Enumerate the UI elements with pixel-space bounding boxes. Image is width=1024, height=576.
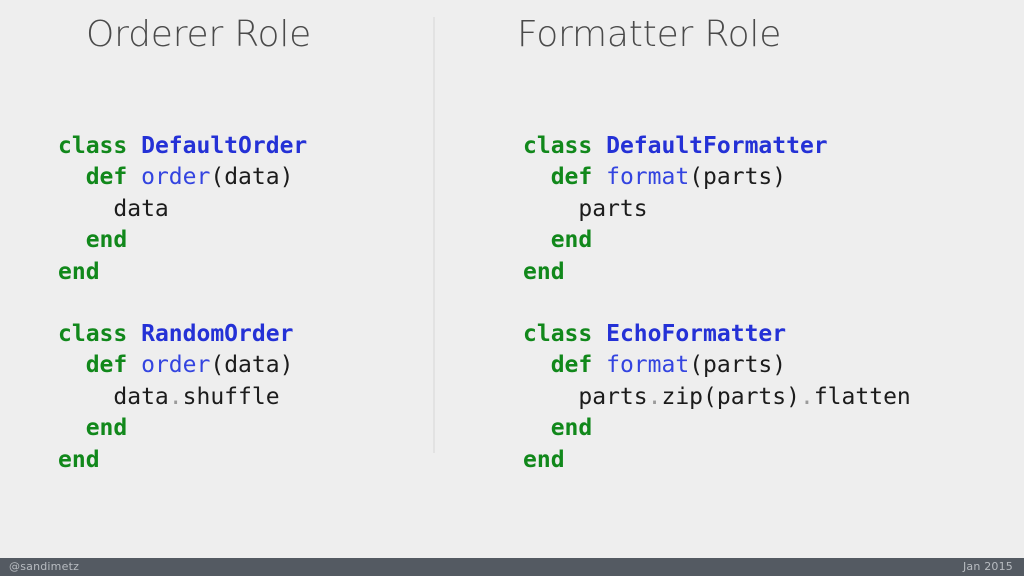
code-line: end <box>523 413 911 444</box>
code-token-plain: zip(parts) <box>661 383 800 410</box>
code-token-dot: . <box>168 383 183 410</box>
code-line: class RandomOrder <box>58 319 293 350</box>
code-token-kw: end <box>58 258 100 285</box>
code-line: class DefaultOrder <box>58 131 307 162</box>
code-line: class DefaultFormatter <box>523 131 828 162</box>
code-line: end <box>58 445 293 476</box>
code-block-random-order: class RandomOrder def order(data) data.s… <box>58 319 293 476</box>
code-token-fn: order <box>141 352 211 379</box>
code-token-plain: parts <box>523 195 648 222</box>
code-token-kw: def <box>523 352 607 379</box>
footer-handle: @sandimetz <box>9 560 80 573</box>
code-token-kw: class <box>523 321 607 347</box>
code-token-kw: def <box>523 164 607 191</box>
code-token-kw: end <box>523 258 565 285</box>
code-token-plain: (parts) <box>689 352 787 379</box>
footer-bar: @sandimetz Jan 2015 <box>0 558 1024 576</box>
code-token-kw: end <box>523 415 593 442</box>
code-token-fn: format <box>606 352 690 379</box>
code-line: data.shuffle <box>58 382 293 413</box>
code-token-kw: class <box>58 133 142 159</box>
code-token-plain: data <box>58 383 169 410</box>
code-block-echo-formatter: class EchoFormatter def format(parts) pa… <box>523 319 911 476</box>
orderer-role-column: Orderer Role class DefaultOrder def orde… <box>0 0 433 558</box>
code-token-cls: DefaultFormatter <box>606 133 828 159</box>
code-token-kw: end <box>523 227 593 254</box>
code-token-kw: end <box>58 227 128 254</box>
code-token-kw: class <box>58 321 142 347</box>
code-line: class EchoFormatter <box>523 319 911 350</box>
code-line: def order(data) <box>58 350 294 381</box>
code-line: end <box>523 225 828 256</box>
code-line: data <box>58 194 307 225</box>
footer-date: Jan 2015 <box>962 560 1013 573</box>
code-token-plain: shuffle <box>182 383 280 410</box>
code-line: parts.zip(parts).flatten <box>523 382 911 413</box>
code-token-cls: DefaultOrder <box>141 133 308 159</box>
code-token-plain: data <box>58 195 169 222</box>
code-token-kw: class <box>523 133 607 159</box>
code-token-kw: end <box>58 446 100 473</box>
column-divider <box>433 17 435 453</box>
page-title-formatter: Formatter Role <box>517 14 782 55</box>
code-line: parts <box>523 194 828 225</box>
code-token-kw: def <box>58 164 142 191</box>
code-token-plain: (data) <box>210 352 294 379</box>
code-block-default-order: class DefaultOrder def order(data) data … <box>58 131 307 288</box>
code-line: end <box>58 225 307 256</box>
code-line: end <box>58 257 307 288</box>
code-line: def format(parts) <box>523 162 828 193</box>
code-line: end <box>523 257 828 288</box>
code-token-dot: . <box>799 383 814 410</box>
code-block-default-formatter: class DefaultFormatter def format(parts)… <box>523 131 828 288</box>
code-token-fn: order <box>141 164 211 191</box>
code-token-cls: RandomOrder <box>141 321 294 347</box>
code-token-plain: flatten <box>813 383 911 410</box>
code-token-kw: end <box>523 446 565 473</box>
code-line: def order(data) <box>58 162 307 193</box>
formatter-role-column: Formatter Role class DefaultFormatter de… <box>435 0 1024 558</box>
code-line: end <box>58 413 293 444</box>
code-token-cls: EchoFormatter <box>606 321 787 347</box>
code-token-plain: (data) <box>210 164 294 191</box>
code-token-kw: def <box>58 352 142 379</box>
code-token-plain: parts <box>523 383 648 410</box>
code-token-fn: format <box>606 164 690 191</box>
code-token-plain: (parts) <box>689 164 787 191</box>
code-line: def format(parts) <box>523 350 911 381</box>
page-title-orderer: Orderer Role <box>86 14 312 55</box>
code-token-dot: . <box>647 383 662 410</box>
code-token-kw: end <box>58 415 128 442</box>
code-line: end <box>523 445 911 476</box>
